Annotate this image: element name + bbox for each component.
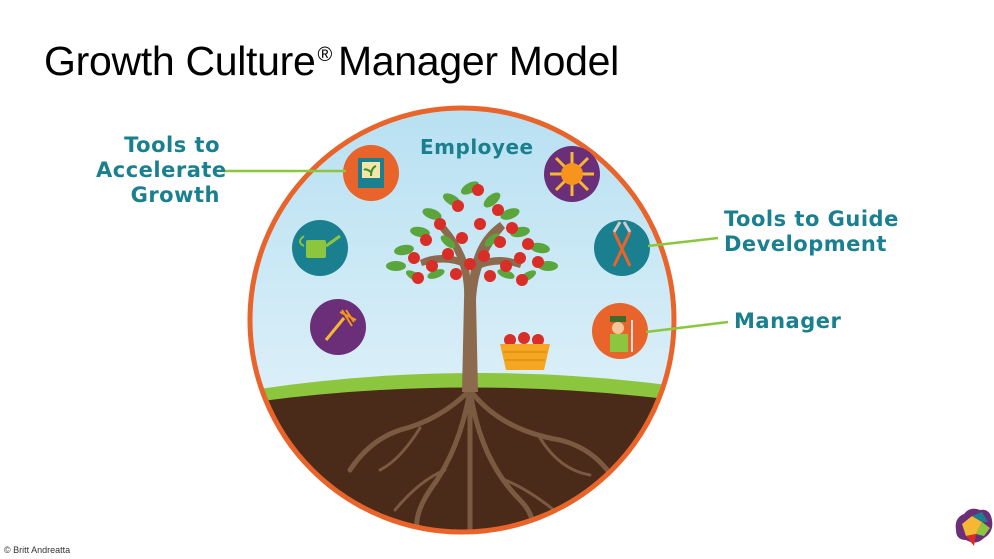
employee-label: Employee (420, 135, 534, 159)
pruning-shears-icon (594, 220, 650, 276)
title-main: Growth Culture (44, 38, 316, 84)
rake-icon (310, 299, 366, 355)
accelerate-growth-label: Tools to Accelerate Growth (96, 133, 227, 208)
grass-line (250, 372, 674, 404)
watering-can-icon (292, 220, 348, 276)
page-title: Growth Culture®Manager Model (44, 38, 619, 85)
guide-line-2: Development (724, 232, 887, 256)
accelerate-line-2: Accelerate (96, 158, 227, 182)
gardener-icon (592, 303, 648, 359)
accelerate-line-3: Growth (130, 183, 220, 207)
manager-leader-line (645, 320, 729, 334)
seed-packet-icon (343, 145, 399, 201)
guide-leader-line (647, 236, 719, 248)
manager-label: Manager (734, 309, 842, 333)
model-ring (247, 105, 677, 535)
title-rest: Manager Model (337, 38, 619, 84)
tree-apples (408, 184, 544, 286)
guide-development-label: Tools to Guide Development (724, 207, 899, 257)
accelerate-line-1: Tools to (124, 133, 220, 157)
sun-icon (544, 146, 600, 202)
tree (386, 181, 558, 392)
apple-basket (500, 332, 550, 370)
guide-line-1: Tools to Guide (724, 207, 899, 231)
brain-logo-icon (955, 508, 993, 546)
registered-mark: ® (317, 44, 333, 66)
copyright-text: © Britt Andreatta (4, 545, 71, 555)
